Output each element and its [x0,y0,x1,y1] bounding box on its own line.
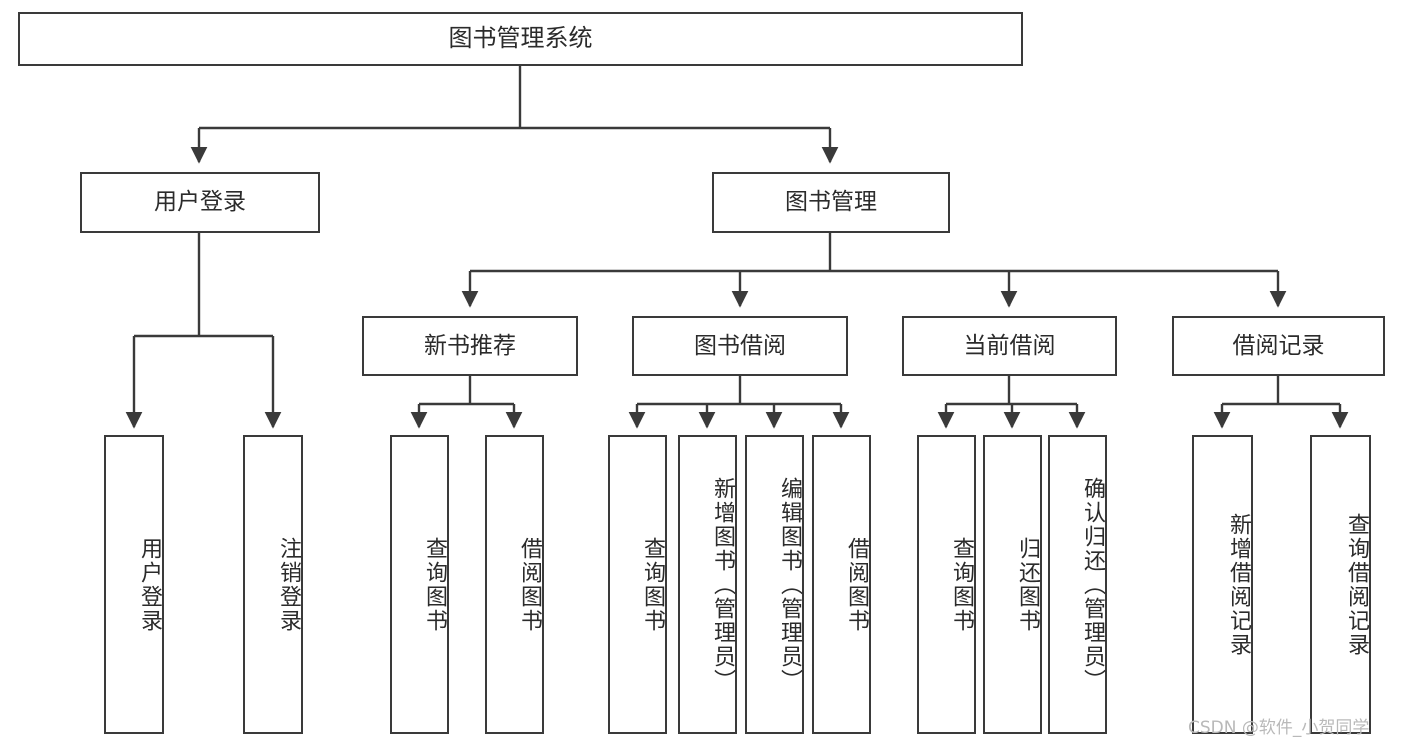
node-book-borrow-label: 图书借阅 [694,332,786,359]
node-borrow-record-label: 借阅记录 [1232,332,1325,359]
node-leaf-borrow-book-2[interactable]: 借阅图书 [812,435,871,734]
node-user-login[interactable]: 用户登录 [80,172,320,233]
node-leaf-query-book-3-label: 查询图书 [949,536,974,633]
node-leaf-confirm-return[interactable]: 确认归还（管理员） [1048,435,1107,734]
node-leaf-add-book[interactable]: 新增图书（管理员） [678,435,737,734]
node-leaf-borrow-book-2-label: 借阅图书 [844,536,869,633]
node-leaf-borrow-book-1[interactable]: 借阅图书 [485,435,544,734]
node-leaf-query-record[interactable]: 查询借阅记录 [1310,435,1371,734]
node-leaf-query-book-1[interactable]: 查询图书 [390,435,449,734]
node-leaf-query-book-3[interactable]: 查询图书 [917,435,976,734]
node-leaf-query-book-1-label: 查询图书 [422,536,447,633]
node-user-login-label: 用户登录 [154,189,246,216]
node-leaf-query-book-2-label: 查询图书 [640,536,665,633]
node-leaf-logout-label: 注销登录 [276,536,301,633]
node-new-book-recommend-label: 新书推荐 [424,332,516,359]
watermark-text: CSDN @软件_小贺同学 [1188,718,1370,738]
node-leaf-user-login-label: 用户登录 [137,536,162,633]
node-leaf-logout[interactable]: 注销登录 [243,435,303,734]
node-leaf-add-record[interactable]: 新增借阅记录 [1192,435,1253,734]
node-leaf-add-book-label: 新增图书（管理员） [710,476,735,693]
node-leaf-edit-book[interactable]: 编辑图书（管理员） [745,435,804,734]
node-leaf-confirm-return-label: 确认归还（管理员） [1080,476,1105,693]
node-current-borrow-label: 当前借阅 [963,332,1056,359]
node-leaf-add-record-label: 新增借阅记录 [1226,512,1251,657]
node-leaf-return-book-label: 归还图书 [1015,536,1040,633]
node-book-manage[interactable]: 图书管理 [712,172,950,233]
node-root-label: 图书管理系统 [448,24,593,53]
node-leaf-borrow-book-1-label: 借阅图书 [517,536,542,633]
node-leaf-user-login[interactable]: 用户登录 [104,435,164,734]
node-leaf-query-record-label: 查询借阅记录 [1344,512,1369,657]
node-leaf-query-book-2[interactable]: 查询图书 [608,435,667,734]
node-book-manage-label: 图书管理 [785,189,877,216]
node-leaf-edit-book-label: 编辑图书（管理员） [777,476,802,693]
node-borrow-record[interactable]: 借阅记录 [1172,316,1385,376]
node-root[interactable]: 图书管理系统 [18,12,1023,66]
node-book-borrow[interactable]: 图书借阅 [632,316,848,376]
node-new-book-recommend[interactable]: 新书推荐 [362,316,578,376]
node-current-borrow[interactable]: 当前借阅 [902,316,1117,376]
node-leaf-return-book[interactable]: 归还图书 [983,435,1042,734]
